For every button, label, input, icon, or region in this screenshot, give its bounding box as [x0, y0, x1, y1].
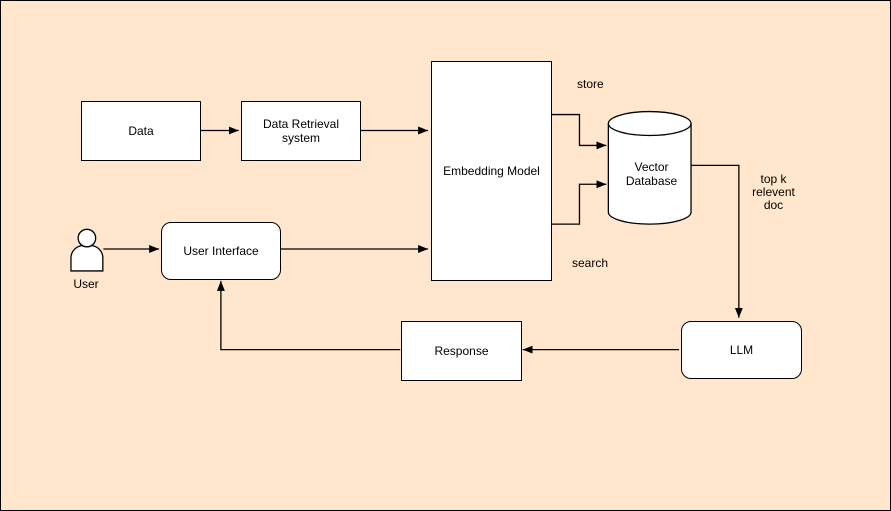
node-response: Response: [401, 321, 522, 381]
edge-embedding-to-vectordb-store: [550, 113, 607, 150]
vector-database-shape: [607, 110, 692, 225]
edge-label-store: store: [577, 77, 604, 91]
edge-label-top-k-relevent-doc: top k relevent doc: [752, 172, 795, 212]
node-embedding-model-label: Embedding Model: [443, 164, 540, 178]
node-llm-label: LLM: [729, 343, 754, 357]
edge-vectordb-to-llm: [691, 164, 743, 318]
node-embedding-model: Embedding Model: [431, 61, 552, 281]
node-data-retrieval-system: Data Retrieval system: [241, 101, 361, 161]
edge-embedding-to-vectordb-search: [550, 180, 607, 225]
edge-response-to-ui: [216, 280, 401, 351]
node-data-label: Data: [128, 124, 154, 138]
node-response-label: Response: [434, 344, 489, 358]
user-icon: [70, 228, 104, 272]
node-data: Data: [81, 101, 201, 161]
node-llm: LLM: [681, 321, 802, 379]
edge-label-search: search: [572, 256, 609, 270]
node-vector-database-label: Vector Database: [625, 160, 678, 188]
node-user-interface-label: User Interface: [183, 244, 259, 258]
node-user-interface: User Interface: [161, 222, 281, 280]
node-data-retrieval-system-label: Data Retrieval system: [262, 117, 340, 145]
node-user-label: User: [73, 277, 99, 291]
